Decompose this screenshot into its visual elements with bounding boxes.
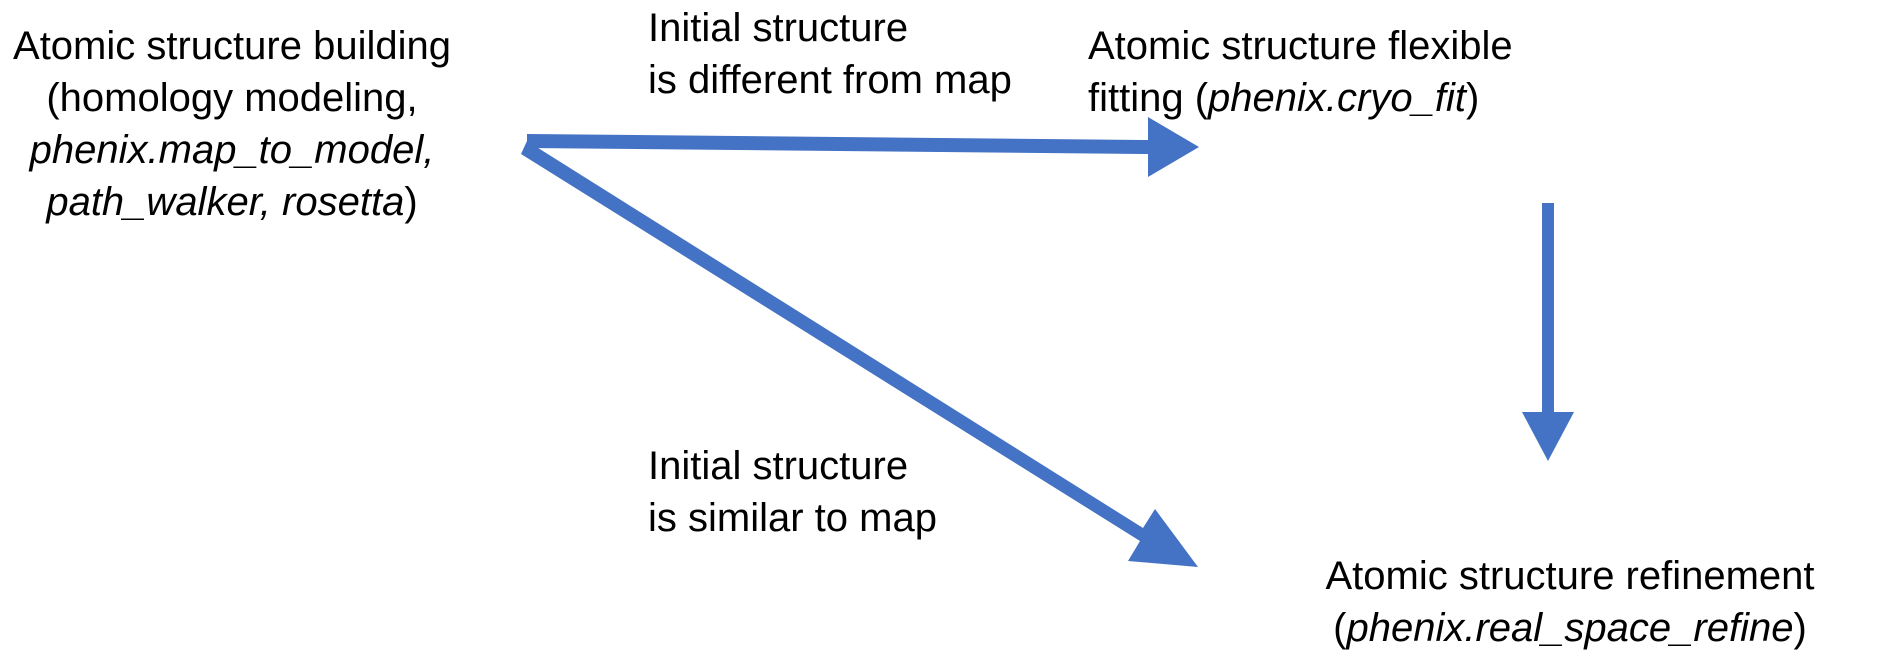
node-refine-line-1: Atomic structure refinement xyxy=(1325,554,1815,598)
edge-label-different: Initial structure is different from map xyxy=(648,2,1012,106)
node-build-line-4-suffix: ) xyxy=(404,180,418,224)
atomic-structure-building-node: Atomic structure building (homology mode… xyxy=(8,20,456,228)
arrow-build-to-flexible xyxy=(527,117,1199,177)
node-build-line-4-italic: path_walker, rosetta xyxy=(46,180,405,224)
node-build-line-3: phenix.map_to_model, xyxy=(29,128,435,172)
edge-label-similar-line-1: Initial structure xyxy=(648,444,909,488)
node-flex-line-2-italic: phenix.cryo_fit xyxy=(1208,76,1466,120)
atomic-structure-refinement-node: Atomic structure refinement (phenix.real… xyxy=(1256,550,1884,654)
node-build-line-2: (homology modeling, xyxy=(46,76,418,120)
node-flex-line-2-suffix: ) xyxy=(1465,76,1480,120)
node-refine-line-2-italic: phenix.real_space_refine xyxy=(1346,606,1794,650)
node-refine-line-2-suffix: ) xyxy=(1793,606,1807,650)
edge-label-different-line-1: Initial structure xyxy=(648,6,909,50)
atomic-structure-flexible-fitting-node: Atomic structure flexible fitting (pheni… xyxy=(1088,20,1558,124)
edge-label-different-line-2: is different from map xyxy=(648,58,1012,102)
node-refine-line-2: (phenix.real_space_refine) xyxy=(1256,602,1884,654)
edge-label-similar: Initial structure is similar to map xyxy=(648,440,968,544)
node-build-line-4: path_walker, rosetta) xyxy=(8,176,456,228)
edge-label-similar-line-2: is similar to map xyxy=(648,496,937,540)
arrow-flexible-to-refinement xyxy=(1522,203,1574,461)
node-flex-line-1: Atomic structure flexible xyxy=(1088,24,1513,68)
node-refine-line-2-prefix: ( xyxy=(1333,606,1347,650)
node-flex-line-2: fitting (phenix.cryo_fit) xyxy=(1088,72,1558,124)
node-build-line-1: Atomic structure building xyxy=(13,24,451,68)
node-flex-line-2-prefix: fitting ( xyxy=(1088,76,1209,120)
